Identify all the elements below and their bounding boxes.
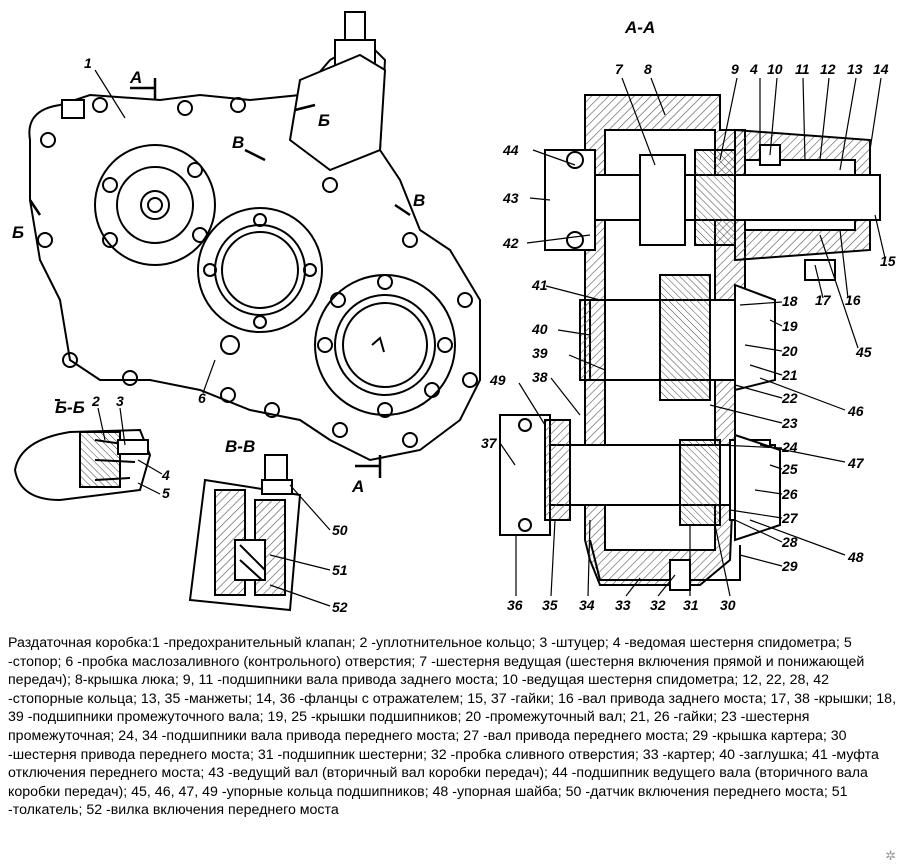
callout-23: 23 (781, 415, 798, 431)
callout-26: 26 (781, 486, 798, 502)
front-view (28, 11, 481, 462)
callout-50: 50 (332, 522, 348, 538)
callout-4: 4 (749, 61, 758, 77)
cut-mark-labels: А А Б Б В В (12, 68, 425, 496)
callout-42: 42 (502, 235, 519, 251)
callout-18: 18 (782, 293, 798, 309)
callout-12: 12 (820, 61, 836, 77)
callout-14: 14 (873, 61, 889, 77)
callout-24: 24 (781, 439, 798, 455)
cut-mark-a-bottom: А (351, 477, 364, 496)
cut-lines (28, 78, 411, 478)
callout-25: 25 (781, 461, 798, 477)
callout-39: 39 (532, 345, 548, 361)
callout-29: 29 (781, 558, 798, 574)
transfer-case-drawing: А А Б Б В В (12, 11, 896, 615)
callout-1: 1 (84, 55, 92, 71)
callout-46: 46 (847, 403, 864, 419)
cut-mark-b-left: Б (12, 223, 24, 242)
callout-8: 8 (644, 61, 652, 77)
callout-4-section: 4 (161, 467, 170, 483)
cut-mark-v-left: В (232, 133, 244, 152)
callout-48: 48 (847, 549, 864, 565)
callout-6: 6 (198, 390, 206, 406)
callout-3: 3 (116, 393, 124, 409)
callout-17: 17 (815, 292, 832, 308)
callout-40: 40 (531, 321, 548, 337)
callout-47: 47 (847, 455, 865, 471)
callout-15: 15 (880, 253, 896, 269)
callout-49: 49 (489, 372, 506, 388)
callout-34: 34 (579, 597, 595, 613)
legend-caption: Раздаточная коробка:1 -предохранительный… (8, 635, 897, 819)
callout-43: 43 (502, 190, 519, 206)
corner-mark-icon: ✲ (885, 848, 896, 863)
section-bb-title: Б-Б (55, 398, 85, 417)
callout-32: 32 (650, 597, 666, 613)
section-vv-title: В-В (225, 437, 255, 456)
callout-21: 21 (781, 367, 798, 383)
cut-mark-b-right: Б (318, 111, 330, 130)
callout-45: 45 (855, 344, 872, 360)
callout-37: 37 (481, 435, 498, 451)
callout-5: 5 (162, 485, 170, 501)
callout-19: 19 (782, 318, 798, 334)
callout-7: 7 (615, 61, 624, 77)
callout-2: 2 (91, 393, 100, 409)
leader-lines (94, 69, 886, 607)
callout-22: 22 (781, 390, 798, 406)
callout-52: 52 (332, 599, 348, 615)
section-titles: А-А Б-Б В-В (55, 18, 655, 456)
callout-36: 36 (507, 597, 523, 613)
callout-11: 11 (795, 61, 810, 77)
cut-mark-v-right: В (413, 191, 425, 210)
section-bb-view (13, 428, 152, 502)
callout-30: 30 (720, 597, 736, 613)
callout-51: 51 (332, 562, 348, 578)
section-vv-view (188, 454, 302, 612)
section-aa-view (499, 94, 881, 591)
callout-28: 28 (781, 534, 798, 550)
callout-10: 10 (767, 61, 783, 77)
callout-16: 16 (845, 292, 861, 308)
callout-44: 44 (502, 142, 519, 158)
callout-31: 31 (683, 597, 699, 613)
callout-9: 9 (731, 61, 739, 77)
callout-41: 41 (531, 277, 548, 293)
callout-33: 33 (615, 597, 631, 613)
section-aa-title: А-А (624, 18, 655, 37)
callout-20: 20 (781, 343, 798, 359)
callout-38: 38 (532, 369, 548, 385)
callout-numbers: 1 2 3 4 5 6 7 8 9 4 10 11 12 13 14 15 16… (84, 55, 896, 615)
callout-27: 27 (781, 510, 799, 526)
cut-mark-a-top: А (129, 68, 142, 87)
callout-13: 13 (847, 61, 863, 77)
callout-35: 35 (542, 597, 558, 613)
